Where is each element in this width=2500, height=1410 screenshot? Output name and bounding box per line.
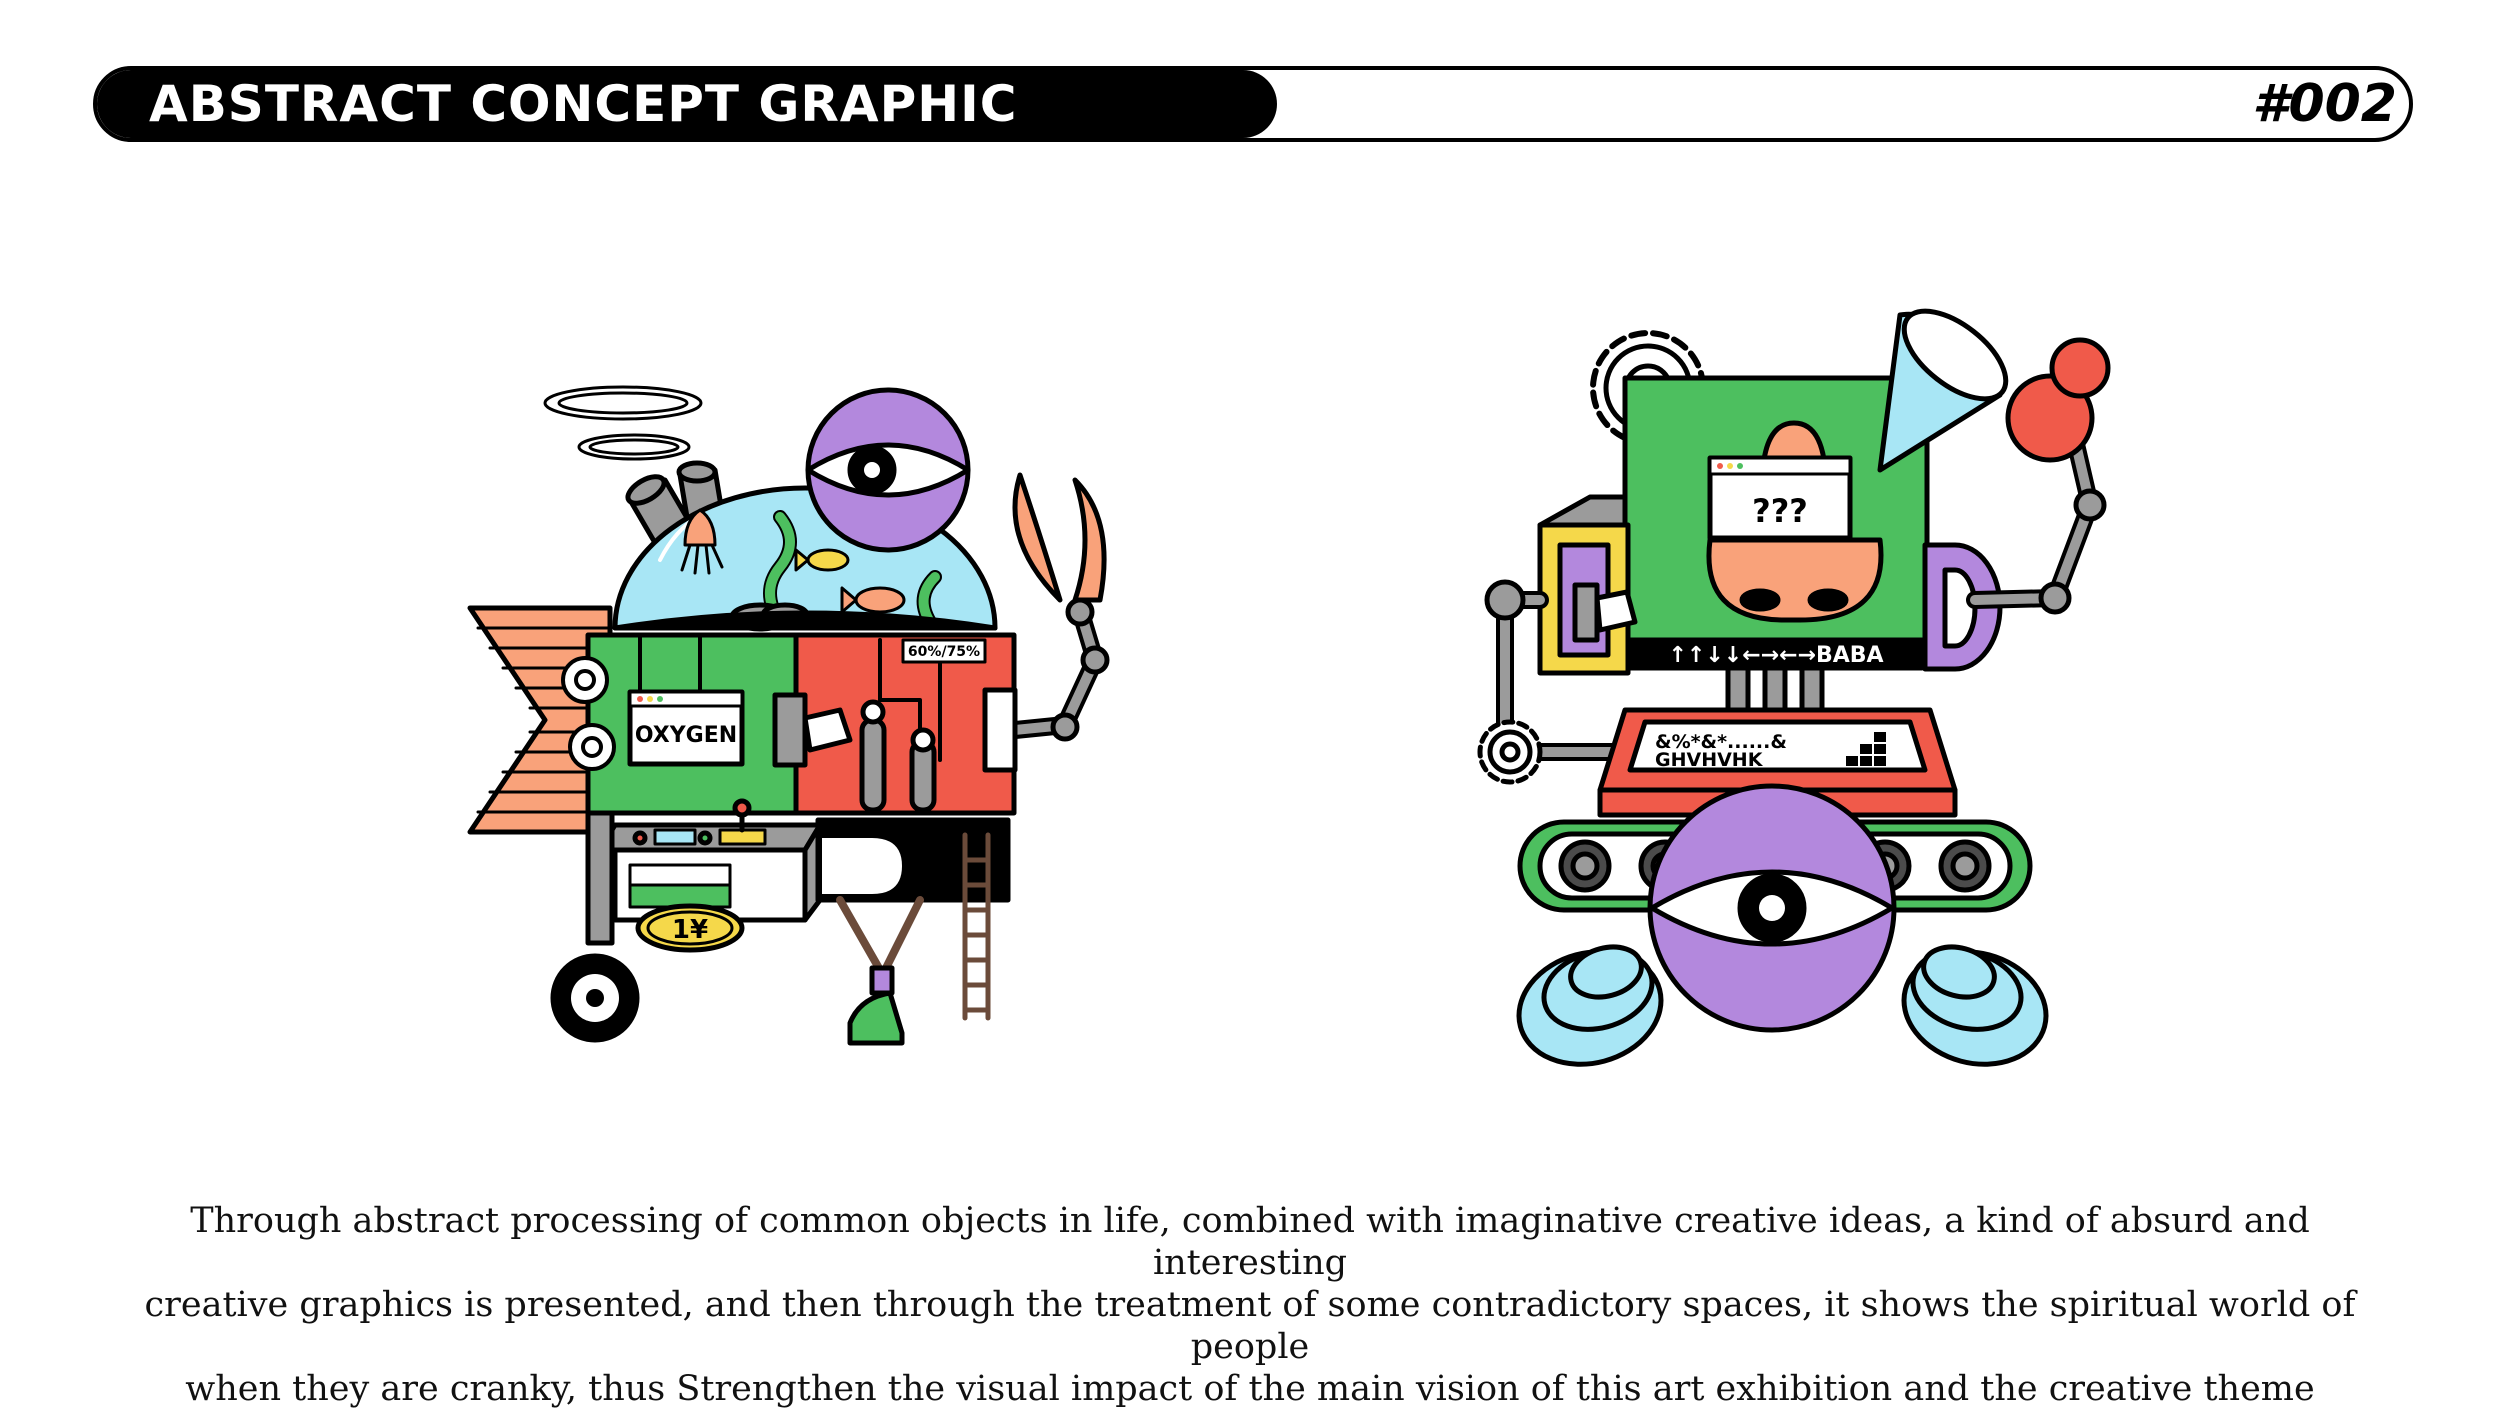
eye-sphere-bottom <box>1647 783 1897 1033</box>
page-title: ABSTRACT CONCEPT GRAPHIC <box>149 75 1018 133</box>
caption-line-2: creative graphics is presented, and then… <box>144 1285 2356 1367</box>
keyboard-line-2: GHVHVHK <box>1655 749 1764 771</box>
oxygen-label: OXYGEN <box>635 723 737 748</box>
tripod-legs <box>836 896 924 974</box>
shell-feet <box>1516 944 2049 1067</box>
eye-sphere-top <box>805 387 971 553</box>
face-screen-label: ??? <box>1752 492 1808 530</box>
test-tubes <box>859 699 937 813</box>
cone-horn <box>1877 308 2009 473</box>
caption: Through abstract processing of common ob… <box>90 1200 2410 1410</box>
left-arm <box>1477 579 1629 785</box>
control-box <box>597 798 823 923</box>
halo-rings <box>543 385 703 461</box>
header-title-block: ABSTRACT CONCEPT GRAPHIC <box>97 70 1277 138</box>
page-number: #002 <box>2252 74 2397 134</box>
right-arm <box>1966 337 2111 615</box>
ladder <box>962 832 991 1021</box>
keyboard-line-1: &%*&*......& <box>1655 731 1787 753</box>
header-bar: ABSTRACT CONCEPT GRAPHIC #002 <box>93 66 2413 142</box>
yen-coin: 1¥ <box>635 903 745 953</box>
arrow-strip-label: ↑↑↓↓←→←→BABA <box>1668 643 1883 668</box>
squid-icon <box>680 508 724 575</box>
fish-icon <box>794 548 906 614</box>
caption-line-1: Through abstract processing of common ob… <box>190 1201 2310 1283</box>
claw-arm <box>1006 472 1110 742</box>
left-robot: 60%/75% OXYGEN <box>467 385 1110 1046</box>
coin-label: 1¥ <box>672 915 708 945</box>
gear-icon <box>561 656 616 771</box>
svg-text:60%/75%: 60%/75% <box>908 644 980 660</box>
right-robot: ??? ↑↑↓↓←→←→BABA <box>1477 308 2111 1067</box>
caption-line-3: when they are cranky, thus Strengthen th… <box>185 1369 2315 1409</box>
gauge-left-value: 60% <box>908 644 942 660</box>
gauge-right-value: 75% <box>947 644 981 660</box>
shoe-icon <box>847 990 905 1046</box>
